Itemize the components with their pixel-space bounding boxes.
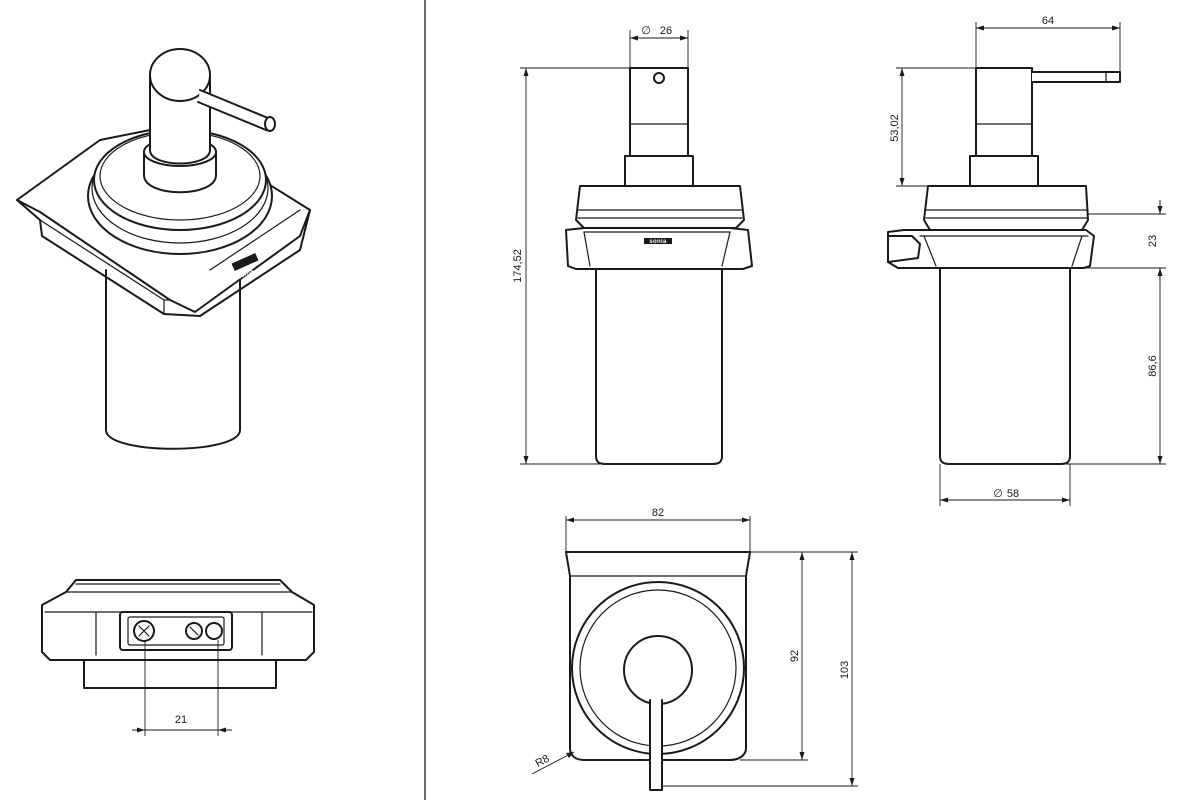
brand-label-front: sonia (649, 239, 667, 245)
label-total-height: 174,52 (512, 249, 524, 283)
dim-pump-height: 53,02 (889, 67, 976, 187)
dim-plate-height-inner: 92 (740, 551, 808, 761)
dim-total-height: 174,52 (512, 67, 630, 465)
diameter-symbol-pump: ∅ (641, 25, 651, 37)
label-corner-radius: R8 (534, 753, 552, 770)
dim-diameter-pump: ∅ 26 (629, 25, 689, 68)
label-screw-spacing: 21 (175, 714, 187, 726)
dim-holder-height: 23 (1084, 200, 1166, 282)
label-pump-width: 64 (1042, 15, 1054, 27)
dim-screw-spacing: 21 (132, 640, 232, 736)
label-holder-height: 23 (1147, 235, 1159, 247)
dim-plate-height-outer: 103 (662, 551, 858, 787)
dim-pump-width: 64 (975, 15, 1121, 72)
label-glass-height: 86,6 (1147, 355, 1159, 376)
dim-diameter-glass: ∅ 58 (939, 464, 1071, 506)
label-diameter-pump: 26 (660, 25, 672, 37)
dim-glass-height: 86,6 (1066, 268, 1166, 465)
diameter-symbol-glass: ∅ (993, 488, 1003, 500)
back-view (565, 551, 751, 791)
isometric-view: sonia (16, 48, 311, 450)
label-plate-height-inner: 92 (789, 650, 801, 662)
dim-plate-width: 82 (565, 507, 751, 552)
front-view: sonia (565, 67, 753, 465)
top-view-holder (41, 579, 315, 689)
label-plate-width: 82 (652, 507, 664, 519)
label-diameter-glass: 58 (1007, 488, 1019, 500)
dim-corner-radius: R8 (531, 751, 575, 775)
label-pump-height: 53,02 (889, 114, 901, 142)
side-view (887, 67, 1121, 465)
label-plate-height-outer: 103 (839, 661, 851, 679)
